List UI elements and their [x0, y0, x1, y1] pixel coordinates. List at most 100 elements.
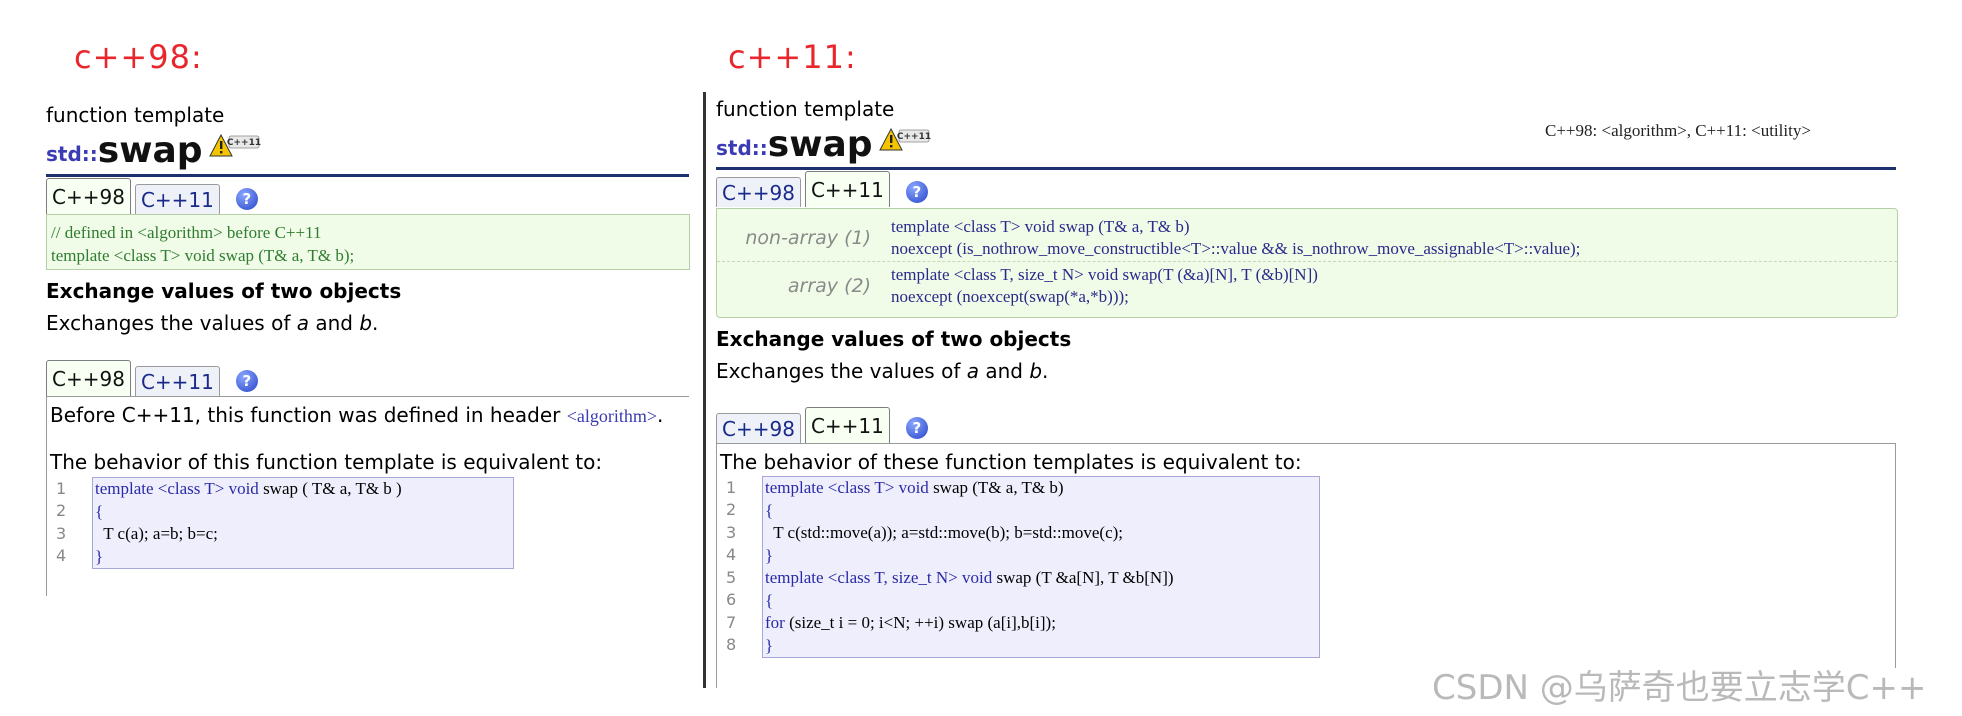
decl-row-array: array (2) template <class T, size_t N> v…	[717, 262, 1897, 316]
left-desc-a: a	[296, 311, 309, 335]
warn-badge-text: C++11	[896, 132, 930, 142]
cpp11-label: c++11:	[728, 38, 857, 76]
code-line: }	[95, 546, 104, 566]
left-header-note: Before C++11, this function was defined …	[50, 403, 663, 427]
code-line: {	[765, 500, 774, 520]
right-title-rule	[716, 167, 1896, 170]
code-line: {	[765, 590, 774, 610]
right-heading: Exchange values of two objects	[716, 327, 1072, 351]
right-kind-label: function template	[716, 97, 895, 121]
help-icon[interactable]: ?	[905, 181, 928, 203]
line-number: 8	[726, 633, 762, 656]
left-code-area: template <class T> void swap ( T& a, T& …	[92, 477, 514, 569]
code-line: template <class T, size_t N> void swap (…	[765, 568, 1174, 588]
left-desc-text: Exchanges the values of	[46, 311, 297, 335]
left-behavior-border	[46, 396, 47, 596]
right-behavior-border	[716, 443, 717, 688]
left-declaration-box: // defined in <algorithm> before C++11 t…	[46, 214, 690, 270]
right-code-area: template <class T> void swap (T& a, T& b…	[762, 476, 1320, 658]
left-behavior-text: The behavior of this function template i…	[50, 450, 603, 474]
line-number: 3	[56, 522, 92, 545]
right-behavior-rule	[716, 443, 1896, 444]
left-title-rule	[46, 174, 689, 177]
panel-divider	[703, 92, 706, 688]
line-number: 2	[56, 499, 92, 522]
tab-cpp98[interactable]: C++98	[716, 413, 801, 443]
help-icon[interactable]: ?	[235, 188, 258, 210]
line-number: 5	[726, 566, 762, 589]
tab-cpp98[interactable]: C++98	[716, 177, 801, 207]
line-number: 7	[726, 611, 762, 634]
code-line: }	[765, 635, 774, 655]
right-declaration-box: non-array (1) template <class T> void sw…	[716, 208, 1898, 318]
line-number: 2	[726, 498, 762, 521]
right-namespace: std::	[716, 136, 768, 160]
right-desc-and: and	[979, 359, 1030, 383]
right-behavior-border-right	[1895, 443, 1896, 668]
decl-row-line2: noexcept (is_nothrow_move_constructible<…	[891, 239, 1581, 258]
left-note-end: .	[657, 403, 664, 427]
right-header-note: C++98: <algorithm>, C++11: <utility>	[1545, 121, 1811, 140]
right-desc-b: b	[1029, 359, 1043, 383]
line-number: 4	[726, 543, 762, 566]
help-icon[interactable]: ?	[905, 417, 928, 439]
warn-badge-text: C++11	[226, 138, 260, 148]
left-note-header-link[interactable]: <algorithm>	[566, 406, 658, 426]
line-number: 1	[56, 477, 92, 500]
left-kind-label: function template	[46, 103, 225, 127]
line-number: 6	[726, 588, 762, 611]
right-title: std:: swap C++11	[716, 124, 931, 165]
cpp98-label: c++98:	[74, 38, 203, 76]
decl-row-nonarray: non-array (1) template <class T> void sw…	[717, 209, 1897, 262]
code-line: for (size_t i = 0; i<N; ++i) swap (a[i],…	[765, 613, 1056, 633]
right-desc-text: Exchanges the values of	[716, 359, 967, 383]
tab-cpp98[interactable]: C++98	[46, 178, 131, 214]
left-behavior-tabs: C++98 C++11 ?	[46, 360, 258, 396]
right-desc-a: a	[966, 359, 979, 383]
tab-cpp98[interactable]: C++98	[46, 360, 131, 396]
right-description: Exchanges the values of a and b.	[716, 359, 1048, 383]
decl-row-label: non-array (1)	[745, 227, 871, 249]
tab-cpp11[interactable]: C++11	[134, 366, 220, 396]
left-namespace: std::	[46, 142, 98, 166]
left-title: std:: swap C++11	[46, 130, 261, 171]
cpp11-warning-icon: C++11	[208, 133, 261, 163]
left-decl-comment: // defined in <algorithm> before C++11	[51, 223, 322, 242]
csdn-watermark: CSDN @乌萨奇也要立志学C++	[1432, 668, 1927, 708]
code-line: T c(std::move(a)); a=std::move(b); b=std…	[765, 523, 1123, 543]
decl-row-line2: noexcept (noexcept(swap(*a,*b)));	[891, 287, 1129, 306]
left-desc-and: and	[309, 311, 360, 335]
line-number: 3	[726, 521, 762, 544]
code-line: {	[95, 501, 104, 521]
tab-cpp11[interactable]: C++11	[804, 407, 890, 443]
left-decl-tabs: C++98 C++11 ?	[46, 178, 258, 214]
help-icon[interactable]: ?	[235, 370, 258, 392]
right-behavior-tabs: C++98 C++11 ?	[716, 407, 928, 443]
code-line: template <class T> void swap (T& a, T& b…	[765, 478, 1064, 498]
decl-row-line1: template <class T> void swap (T& a, T& b…	[891, 217, 1190, 236]
right-decl-tabs: C++98 C++11 ?	[716, 171, 928, 207]
right-function-name: swap	[767, 124, 873, 165]
code-line: }	[765, 545, 774, 565]
code-line: T c(a); a=b; b=c;	[95, 524, 218, 544]
decl-row-line1: template <class T, size_t N> void swap(T…	[891, 265, 1318, 284]
line-number: 1	[726, 476, 762, 499]
left-description: Exchanges the values of a and b.	[46, 311, 378, 335]
left-desc-end: .	[372, 311, 379, 335]
left-desc-b: b	[359, 311, 373, 335]
line-number: 4	[56, 544, 92, 567]
tab-cpp11[interactable]: C++11	[134, 184, 220, 214]
left-function-name: swap	[97, 130, 203, 171]
left-heading: Exchange values of two objects	[46, 279, 402, 303]
left-note-text: Before C++11, this function was defined …	[50, 403, 567, 427]
left-behavior-rule	[46, 396, 689, 397]
decl-row-label: array (2)	[787, 275, 871, 297]
right-desc-end: .	[1042, 359, 1049, 383]
cpp11-warning-icon: C++11	[878, 127, 931, 157]
right-behavior-text: The behavior of these function templates…	[720, 450, 1302, 474]
tab-cpp11[interactable]: C++11	[804, 171, 890, 207]
